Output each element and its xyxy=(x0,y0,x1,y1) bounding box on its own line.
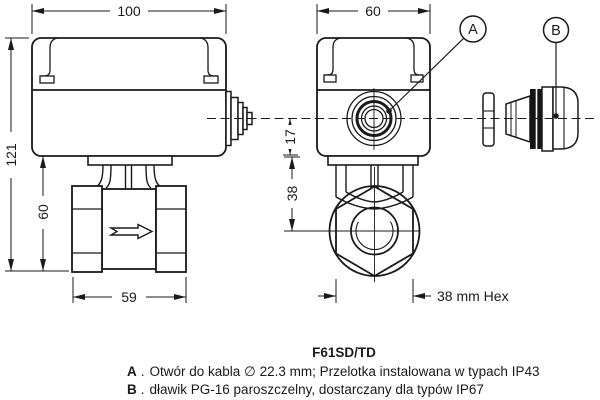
balloon-a-leader xyxy=(388,37,465,112)
dim-hex-size-label: 38 mm Hex xyxy=(437,288,509,304)
cover-clip-right xyxy=(203,75,219,84)
pipe-coupling-right xyxy=(155,185,187,273)
balloon-callouts xyxy=(386,15,570,119)
legend-item-b: B. dławik PG-16 paroszczelny, dostarczany… xyxy=(127,381,484,399)
cover-clip-side-right xyxy=(410,74,424,83)
balloon-b-label: B xyxy=(551,23,561,39)
dim-actuator-depth-label: 60 xyxy=(365,3,381,19)
legend-b-text: dławik PG-16 paroszczelny, dostarczany d… xyxy=(149,382,484,397)
model-title: F61SD/TD xyxy=(312,345,376,360)
cover-clip-left xyxy=(39,75,55,84)
pipe-coupling-left xyxy=(71,185,103,273)
dim-overall-height-label: 121 xyxy=(3,143,19,167)
dim-actuator-width-label: 100 xyxy=(117,3,141,19)
legend-item-a: A. Otwór do kabla ∅ 22.3 mm; Przelotka in… xyxy=(127,363,539,381)
balloon-a-label: A xyxy=(468,22,478,38)
balloon-a-leader-dot xyxy=(386,108,392,114)
dim-valve-width-label: 59 xyxy=(121,289,137,305)
mounting-flange-side xyxy=(327,155,419,166)
side-view xyxy=(284,37,431,282)
gland-locknut xyxy=(482,92,495,147)
hex-pipe-end xyxy=(284,167,421,282)
legend-a-separator: . xyxy=(140,364,145,379)
legend-a-label: A xyxy=(127,364,137,379)
cover-clip-side-left xyxy=(323,74,337,83)
front-view xyxy=(31,37,253,273)
balloon-b-leader-dot xyxy=(553,113,559,119)
dim-centerline-offset-label: 17 xyxy=(282,129,298,145)
legend-b-label: B xyxy=(127,382,137,397)
dim-valve-height-label: 60 xyxy=(35,204,51,220)
dim-pipe-center-label: 38 xyxy=(284,186,300,202)
coupling-facet-lines xyxy=(72,208,186,254)
flow-arrow-icon xyxy=(108,223,154,240)
actuator-body-front xyxy=(31,37,227,157)
mounting-flange-front xyxy=(87,155,173,166)
yoke-legs-front xyxy=(95,164,162,189)
balloon-b-circle xyxy=(542,16,570,44)
dimensions xyxy=(4,4,431,304)
legend-a-text: Otwór do kabla ∅ 22.3 mm; Przelotka inst… xyxy=(149,364,540,379)
legend-b-separator: . xyxy=(140,382,145,397)
balloon-a-circle xyxy=(459,15,487,43)
